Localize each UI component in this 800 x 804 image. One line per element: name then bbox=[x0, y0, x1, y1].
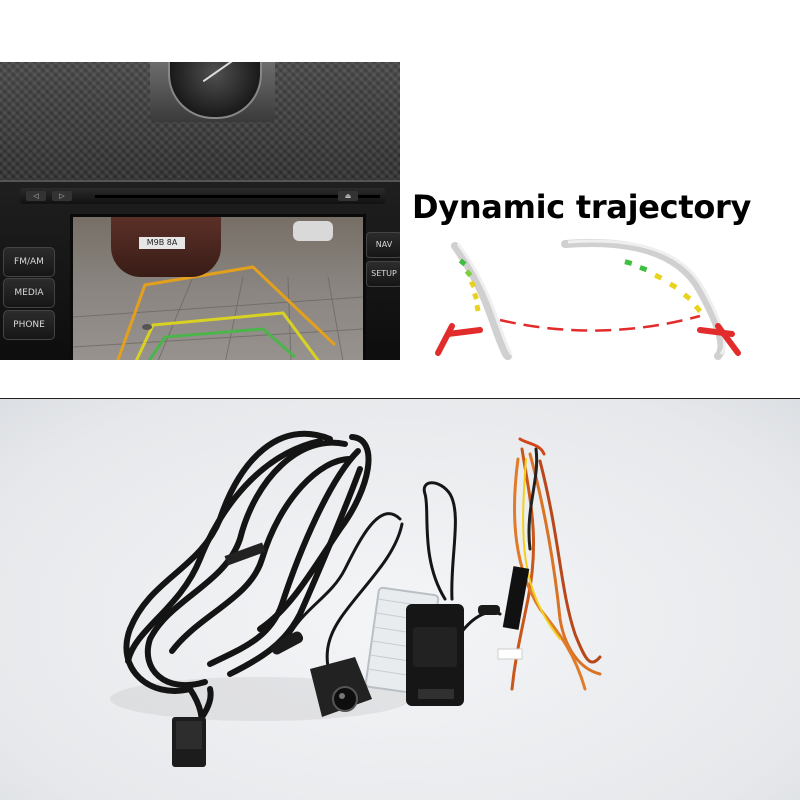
eject-icon: ⏏ bbox=[338, 191, 358, 201]
right-red-bracket bbox=[697, 323, 741, 356]
right-lane-outer bbox=[561, 239, 726, 360]
harness-sleeve bbox=[502, 566, 530, 630]
fm-am-button: FM/AM bbox=[3, 247, 55, 277]
rca-plug bbox=[270, 631, 304, 655]
seek-back-icon: ◁ bbox=[26, 191, 46, 201]
trajectory-diagram bbox=[435, 239, 741, 361]
kit-illustration bbox=[110, 430, 602, 767]
parking-grid-overlay bbox=[73, 265, 363, 360]
right-lane-highlight bbox=[567, 239, 726, 356]
left-lane-highlight bbox=[456, 243, 514, 356]
white-connector bbox=[497, 648, 523, 660]
nav-button: NAV bbox=[366, 232, 400, 258]
seek-forward-icon: ▷ bbox=[52, 191, 72, 201]
reverse-camera-screen: M9B 8A 选项 bbox=[70, 214, 366, 360]
phone-button: PHONE bbox=[3, 310, 55, 340]
coiled-extension-cable bbox=[123, 430, 372, 752]
setup-button: SETUP bbox=[366, 261, 400, 287]
head-unit-photo: ◁ ▷ ⏏ FM/AM MEDIA PHONE NAV SETUP M9B 8A… bbox=[0, 62, 400, 360]
camera-lead-cable bbox=[283, 512, 404, 669]
screen-car-white bbox=[293, 221, 333, 241]
media-button: MEDIA bbox=[3, 278, 55, 308]
camera-kit-photo bbox=[0, 399, 800, 800]
left-guide-dots bbox=[458, 258, 481, 312]
dc-plug bbox=[478, 605, 500, 615]
power-wiring-harness bbox=[510, 437, 602, 691]
decoder-box bbox=[406, 604, 464, 706]
section-divider bbox=[0, 398, 800, 399]
cable-tie bbox=[224, 542, 266, 566]
right-guide-dots bbox=[624, 259, 703, 313]
cd-slot bbox=[95, 195, 380, 198]
left-lane-outer bbox=[451, 242, 512, 361]
left-red-bracket bbox=[435, 323, 483, 356]
red-dashed-arc bbox=[499, 314, 701, 332]
dynamic-trajectory-title: Dynamic trajectory bbox=[412, 188, 752, 226]
license-plate: M9B 8A bbox=[139, 237, 185, 249]
